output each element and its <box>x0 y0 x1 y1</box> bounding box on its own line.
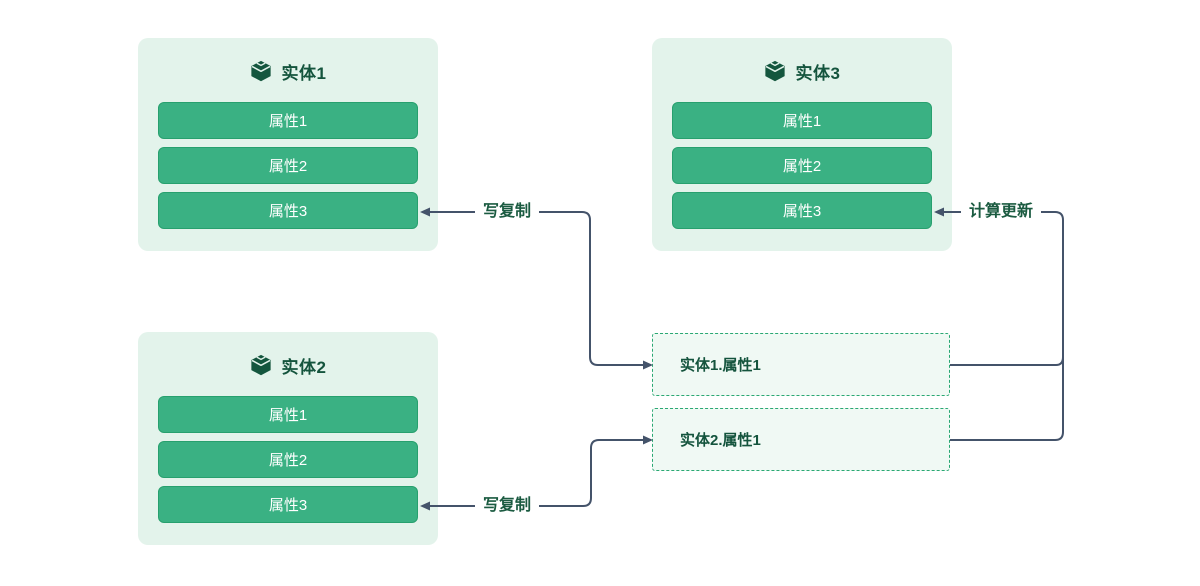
cube-icon <box>250 60 271 82</box>
attribute-pill: 属性1 <box>158 396 418 433</box>
arrowhead-into-entity2-attr3 <box>420 501 430 511</box>
dependency-node-label: 实体1.属性1 <box>680 357 761 374</box>
attribute-pill: 属性2 <box>158 147 418 184</box>
entity-1-title-row: 实体1 <box>138 59 438 83</box>
connector-compute-update <box>944 211 1064 441</box>
attribute-pill: 属性2 <box>158 441 418 478</box>
arrowhead-into-entity1-attr3 <box>420 207 430 217</box>
attribute-pill: 属性2 <box>672 147 932 184</box>
connector-copy-on-write-bottom <box>430 439 643 507</box>
entity-3-title-row: 实体3 <box>652 59 952 83</box>
entity-title: 实体1 <box>281 63 327 83</box>
dependency-node-label: 实体2.属性1 <box>680 432 761 449</box>
attribute-pill: 属性3 <box>672 192 932 229</box>
connector-copy-on-write-top <box>430 211 643 366</box>
edge-label-copy-on-write-bottom: 写复制 <box>474 495 540 517</box>
arrowhead-into-dep-node-2 <box>643 435 653 445</box>
dependency-node-entity1-attr1: 实体1.属性1 <box>652 333 950 396</box>
arrowhead-into-entity3-attr3 <box>934 207 944 217</box>
entity-2-attributes: 属性1 属性2 属性3 <box>158 396 418 523</box>
attribute-pill: 属性1 <box>158 102 418 139</box>
cube-icon <box>764 60 785 82</box>
edge-label-compute-update: 计算更新 <box>960 201 1042 223</box>
edge-label-copy-on-write-top: 写复制 <box>474 201 540 223</box>
entity-3-attributes: 属性1 属性2 属性3 <box>672 102 932 229</box>
attribute-pill: 属性1 <box>672 102 932 139</box>
entity-2-title-row: 实体2 <box>138 353 438 377</box>
dependency-node-entity2-attr1: 实体2.属性1 <box>652 408 950 471</box>
entity-card-1: 实体1 属性1 属性2 属性3 <box>138 38 438 251</box>
arrowhead-into-dep-node-1 <box>643 360 653 370</box>
entity-title: 实体2 <box>281 357 327 377</box>
entity-card-2: 实体2 属性1 属性2 属性3 <box>138 332 438 545</box>
cube-icon <box>250 354 271 376</box>
entity-card-3: 实体3 属性1 属性2 属性3 <box>652 38 952 251</box>
entity-title: 实体3 <box>795 63 841 83</box>
entity-1-attributes: 属性1 属性2 属性3 <box>158 102 418 229</box>
connector-compute-update-branch <box>950 356 1064 366</box>
attribute-pill: 属性3 <box>158 486 418 523</box>
attribute-pill: 属性3 <box>158 192 418 229</box>
